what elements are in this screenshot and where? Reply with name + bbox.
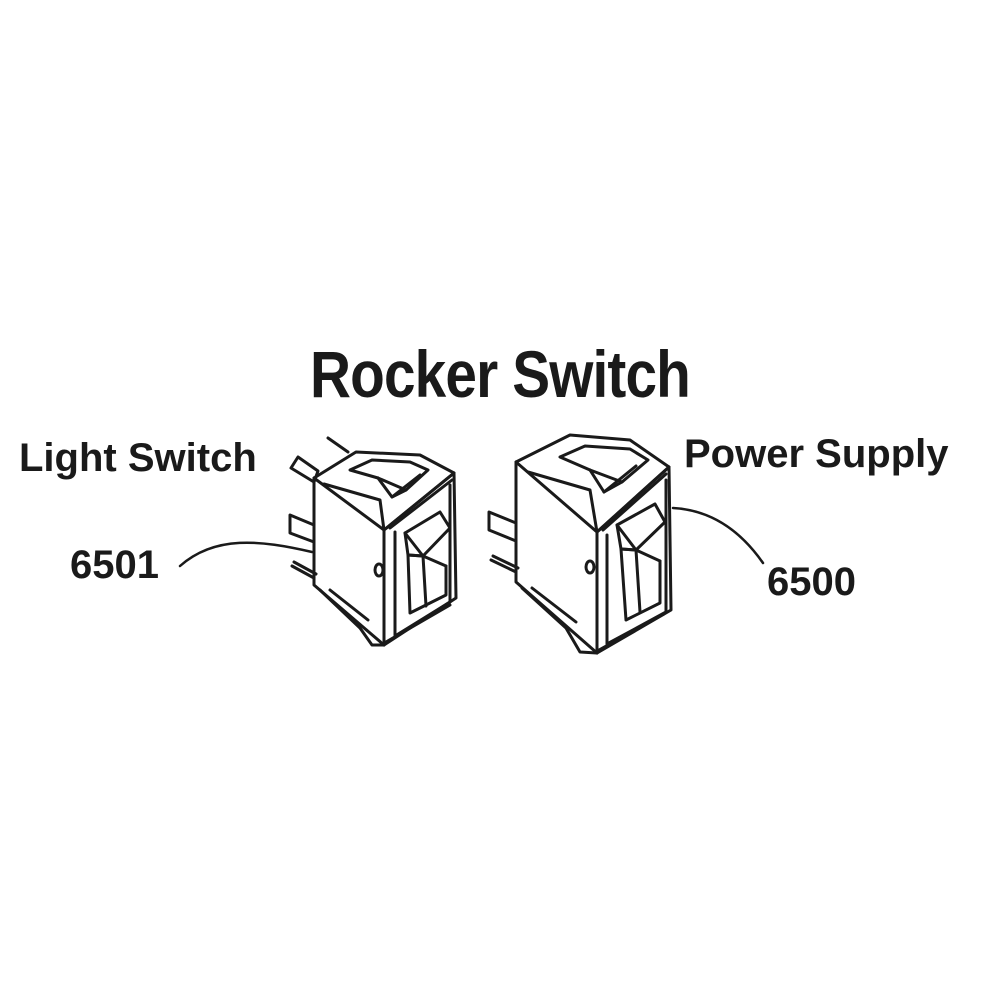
rocker-switch-6501-icon [288, 436, 458, 647]
leader-line-6501 [178, 541, 314, 568]
power-supply-part-number: 6500 [767, 560, 856, 604]
light-switch-part-number: 6501 [70, 543, 159, 587]
diagram-title: Rocker Switch [310, 337, 691, 411]
rocker-switch-6500-icon [487, 433, 673, 655]
power-supply-label: Power Supply [684, 432, 949, 476]
leader-line-6500 [671, 506, 765, 565]
light-switch-label: Light Switch [19, 436, 257, 480]
